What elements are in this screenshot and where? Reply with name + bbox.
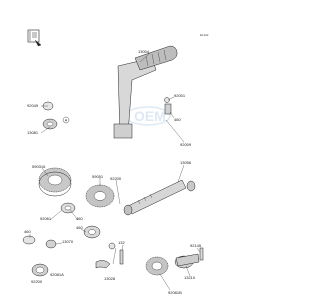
leader-lines (29, 52, 201, 291)
pedal-pivot-parts: A (42, 97, 172, 130)
callout-92049: 92049 (27, 103, 39, 108)
callout-92200-bottom: 92200 (31, 279, 43, 284)
manual-icon (27, 29, 42, 47)
kick-shaft (123, 179, 196, 216)
pin-parts (95, 249, 124, 269)
callout-92009: 92009 (180, 142, 192, 147)
diagram-code: E1102 (200, 33, 209, 37)
left-washers (22, 202, 76, 277)
callout-13081: 13081 (27, 130, 39, 135)
kick-pedal (113, 45, 178, 139)
center-gear (83, 184, 116, 250)
callout-13070: 13070 (62, 239, 74, 244)
callout-13004: 13004 (138, 49, 150, 54)
lower-right-gear (145, 247, 204, 276)
callout-13210: 13210 (184, 275, 196, 280)
ref-marker-a: A (65, 118, 68, 123)
callout-132: 132 (118, 240, 125, 245)
callout-59051: 59051 (92, 174, 104, 179)
callout-460-lower: 460 (76, 225, 83, 230)
watermark-logo: OEM (125, 106, 171, 126)
callout-92061: 92061 (40, 216, 52, 221)
callout-92001: 92001 (174, 93, 186, 98)
callout-460-left: 460 (24, 229, 31, 234)
callout-92081a: 92081A (50, 272, 64, 277)
watermark-text: OEM (134, 108, 166, 124)
callout-590316: 590316 (32, 164, 46, 169)
callout-92200: 92200 (110, 176, 122, 181)
callout-460-pedal: 460 (174, 117, 181, 122)
callout-13056: 13056 (180, 160, 192, 165)
left-gear (38, 167, 72, 197)
callout-92081b: 92081B (168, 290, 182, 295)
callout-92145: 92145 (190, 243, 202, 248)
callout-13028: 13028 (104, 276, 116, 281)
callout-460-center: 460 (76, 216, 83, 221)
kickstarter-parts-diagram: E1102 OEM A (22, 29, 209, 295)
callout-labels: 13004 92049 13081 92001 460 92009 13056 … (24, 49, 202, 295)
